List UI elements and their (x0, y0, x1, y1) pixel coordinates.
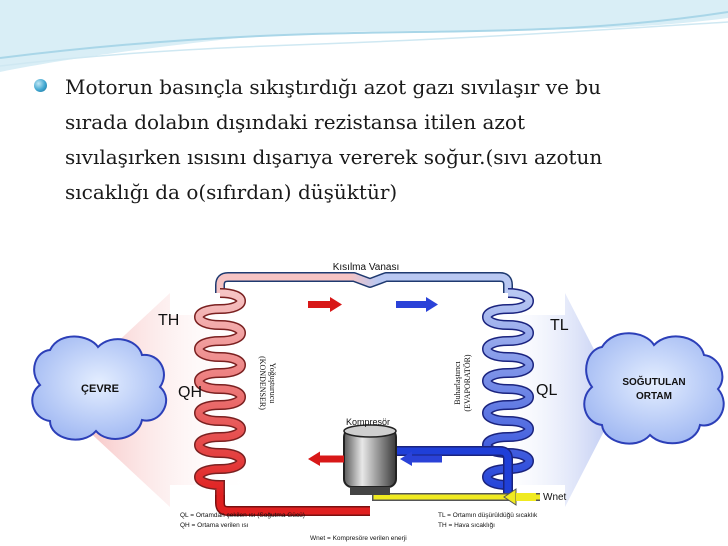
tl-label: TL (550, 317, 569, 334)
condenser-label-line1: Yoğuşturucu (268, 363, 277, 404)
evaporator-label-line1: Buharlaştırıcı (453, 360, 462, 404)
legend-wnet: Wnet = Kompresöre verilen enerji (310, 535, 407, 542)
flow-arrow-hot-top (308, 297, 342, 312)
ql-label: QL (536, 382, 557, 399)
flow-arrow-cold-top (396, 297, 438, 312)
legend-ql: QL = Ortamdan çekilen ısı (Soğutma Gücü) (180, 512, 305, 519)
header-wave-decoration (0, 0, 728, 72)
bullet-line: Motorun basınçla sıkıştırdığı azot gazı … (65, 75, 601, 99)
left-env-label: ÇEVRE (81, 383, 119, 395)
bullet-line: sıcaklığı da o(sıfırdan) düşüktür) (65, 180, 398, 204)
qh-label: QH (178, 384, 202, 401)
refrigeration-cycle-diagram: Kısılma Vanası TH TL QH QL ÇEVRE SOĞUTUL… (31, 262, 725, 542)
left-environment-cloud (31, 335, 167, 441)
valve-label: Kısılma Vanası (333, 262, 400, 273)
flow-arrow-hot-bottom (308, 451, 344, 466)
legend-tl: TL = Ortamın düşürüldüğü sıcaklık (438, 512, 538, 519)
bullet-text: Motorun basınçla sıkıştırdığı azot gazı … (65, 70, 694, 210)
legend-qh: QH = Ortama verilen ısı (180, 522, 249, 529)
bullet-item: Motorun basınçla sıkıştırdığı azot gazı … (34, 70, 694, 210)
legend-th: TH = Hava sıcaklığı (438, 522, 495, 529)
right-env-label-line1: SOĞUTULAN (622, 375, 685, 388)
right-env-label-line2: ORTAM (636, 391, 672, 402)
bullet-line: sırada dolabın dışındaki rezistansa itil… (65, 110, 525, 134)
condenser-label-line2: (KONDENSER) (258, 356, 267, 410)
flow-arrow-cold-bottom (400, 451, 442, 466)
compressor (343, 424, 397, 495)
bullet-icon (34, 79, 47, 92)
flow-arrow-work (503, 488, 536, 506)
evaporator-label-line2: (EVAPORATÖR) (463, 354, 472, 412)
compressor-label: Kompresör (346, 417, 390, 427)
wnet-label: Wnet (543, 492, 567, 503)
right-environment-cloud (583, 332, 725, 445)
th-label: TH (158, 312, 179, 329)
bullet-line: sıvılaşırken ısısını dışarıya vererek so… (65, 145, 603, 169)
